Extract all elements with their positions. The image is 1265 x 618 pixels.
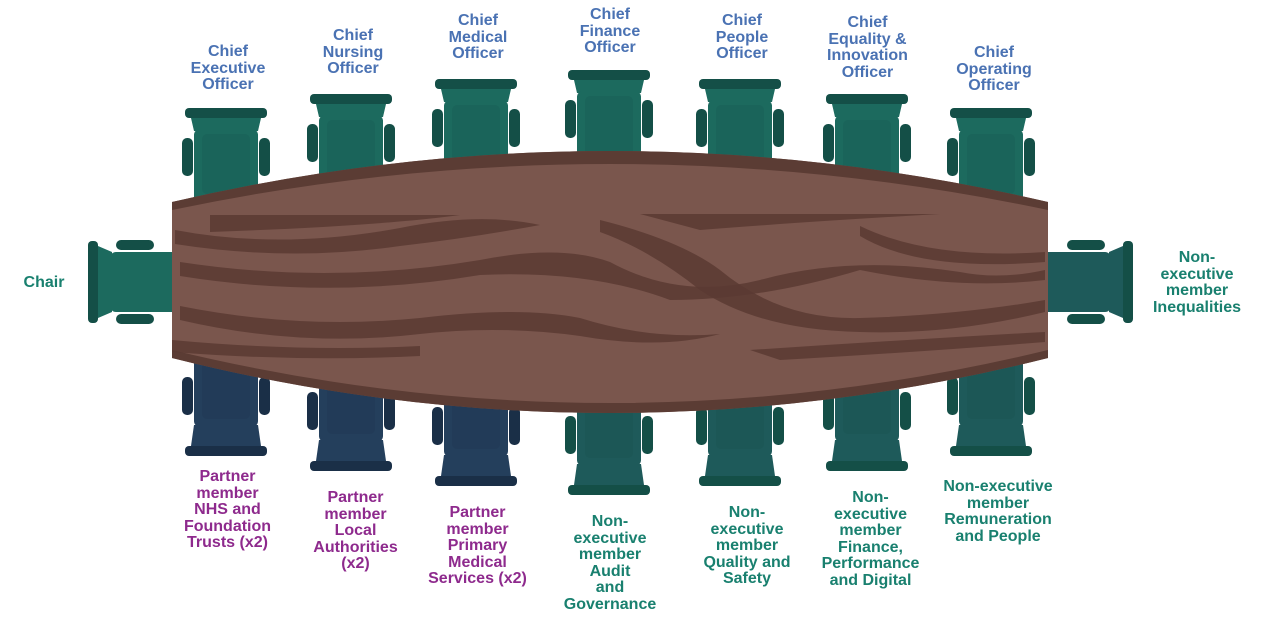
bottom-seat-label: Partner member Local Authorities (x2) — [313, 489, 398, 572]
top-seat-label: Chief Equality & Innovation Officer — [827, 14, 908, 81]
right-seat-label: Non- executive member Inequalities — [1152, 249, 1242, 316]
top-seat-label: Chief Nursing Officer — [322, 27, 384, 77]
top-chair-icon — [565, 70, 653, 165]
bottom-seat-label: Non- executive member Quality and Safety — [703, 504, 791, 587]
top-chair-icon — [182, 108, 270, 203]
bottom-seat-label: Non- executive member Audit and Governan… — [563, 513, 657, 613]
right-chair-icon — [1033, 240, 1133, 324]
top-seat-label: Chief People Officer — [715, 12, 769, 62]
top-seat-label: Chief Executive Officer — [190, 43, 266, 93]
top-chair-icon — [947, 108, 1035, 203]
boardroom-table-icon — [172, 151, 1048, 413]
top-seat-label: Chief Finance Officer — [579, 6, 641, 56]
top-seat-label: Chief Operating Officer — [956, 44, 1032, 94]
top-seat-label: Chief Medical Officer — [448, 12, 508, 62]
bottom-seat-label: Partner member Primary Medical Services … — [428, 504, 527, 587]
chair-seat-icon — [88, 240, 188, 324]
bottom-seat-label: Non- executive member Finance, Performan… — [821, 489, 920, 589]
bottom-seat-label: Partner member NHS and Foundation Trusts… — [183, 468, 272, 551]
chair-label: Chair — [23, 274, 65, 291]
bottom-seat-label: Non-executive member Remuneration and Pe… — [943, 478, 1053, 545]
